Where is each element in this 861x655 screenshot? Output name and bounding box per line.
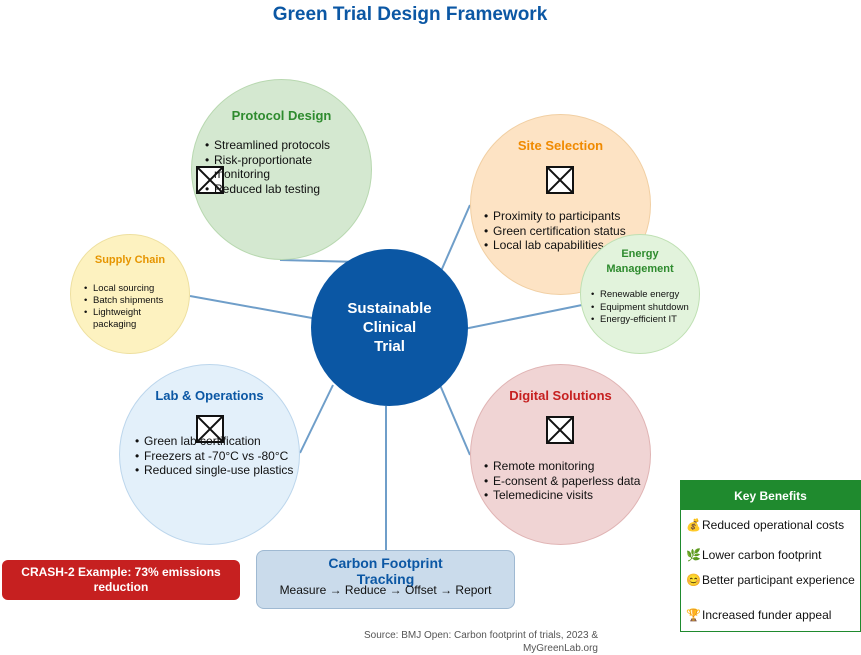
carbon-flow-text: Measure → Reduce → Offset → Report (279, 583, 492, 597)
center-line2: Clinical (362, 319, 417, 336)
diagram-title: Green Trial Design Framework (272, 4, 548, 25)
benefit-item: 💰Reduced operational costs (686, 518, 858, 532)
lab-operations-title: Lab & Operations (155, 388, 264, 403)
list-item: Renewable energy (591, 289, 699, 302)
list-item: Batch shipments (84, 295, 184, 307)
carbon-footprint-box: Carbon Footprint Tracking Measure → Redu… (256, 550, 515, 609)
center-line1: Sustainable (347, 300, 432, 317)
list-item: Energy-efficient IT (591, 314, 699, 327)
list-item: Green lab certification (135, 434, 300, 449)
digital-solutions-title: Digital Solutions (509, 388, 612, 403)
supply-chain-title: Supply Chain (94, 254, 166, 266)
list-item: Green certification status (484, 224, 649, 239)
list-item: Remote monitoring (484, 459, 649, 474)
connector-energy (463, 304, 583, 330)
energy-title-line1: Energy (621, 248, 659, 260)
list-item: E-consent & paperless data (484, 474, 649, 489)
protocol-design-title: Protocol Design (231, 108, 332, 123)
energy-management-title: Energy Management (581, 247, 699, 277)
crash2-line2: reduction (93, 580, 149, 594)
carbon-title-line2: Tracking (356, 571, 415, 587)
list-item: Reduced lab testing (205, 182, 355, 197)
connector-site (437, 204, 471, 279)
money-bag-icon: 💰 (686, 518, 701, 532)
center-label: Sustainable Clinical Trial (347, 299, 431, 356)
list-item: Streamlined protocols (205, 138, 355, 153)
protocol-design-node: Protocol Design Streamlined protocols Ri… (191, 79, 372, 260)
benefit-text: Reduced operational costs (702, 518, 845, 532)
carbon-footprint-title: Carbon Footprint Tracking (257, 555, 514, 587)
broken-image-icon (546, 166, 574, 194)
list-item: Freezers at -70°C vs -80°C (135, 449, 300, 464)
lab-operations-node: Lab & Operations Green lab certification… (119, 364, 300, 545)
list-item: Equipment shutdown (591, 302, 699, 315)
list-item: Proximity to participants (484, 209, 649, 224)
herb-icon: 🌿 (686, 548, 701, 562)
benefit-text: Lower carbon footprint (702, 548, 822, 562)
trophy-icon: 🏆 (686, 608, 701, 622)
source-citation: Source: BMJ Open: Carbon footprint of tr… (330, 629, 598, 655)
supply-chain-node: Supply Chain Local sourcing Batch shipme… (70, 234, 190, 354)
list-item: Risk-proportionate monitoring (205, 153, 355, 182)
energy-management-list: Renewable energy Equipment shutdown Ener… (591, 289, 699, 327)
digital-solutions-node: Digital Solutions Remote monitoring E-co… (470, 364, 651, 545)
site-selection-list: Proximity to participants Green certific… (484, 209, 649, 253)
benefit-text: Increased funder appeal (702, 608, 832, 622)
source-line1: Source: BMJ Open: Carbon footprint of tr… (363, 630, 598, 641)
digital-solutions-list: Remote monitoring E-consent & paperless … (484, 459, 649, 503)
center-line3: Trial (374, 338, 405, 355)
list-item: Local lab capabilities (484, 238, 649, 253)
lab-operations-list: Green lab certification Freezers at -70°… (135, 434, 300, 478)
list-item: Reduced single-use plastics (135, 463, 300, 478)
connector-supply (189, 295, 313, 319)
energy-title-line2: Management (606, 263, 674, 275)
benefit-item: 😊Better participant experience (686, 573, 858, 587)
smiley-icon: 😊 (686, 573, 701, 587)
broken-image-icon (546, 416, 574, 444)
site-selection-title: Site Selection (517, 138, 604, 153)
connector-digital (439, 384, 471, 456)
crash2-example-box: CRASH-2 Example: 73% emissions reduction (2, 560, 240, 600)
energy-management-node: Energy Management Renewable energy Equip… (580, 234, 700, 354)
list-item: Lightweight packaging (84, 307, 184, 331)
benefit-item: 🌿Lower carbon footprint (686, 548, 858, 562)
benefit-item: 🏆Increased funder appeal (686, 608, 858, 622)
crash2-line1: CRASH-2 Example: 73% emissions (21, 565, 221, 579)
list-item: Local sourcing (84, 283, 184, 295)
crash2-label: CRASH-2 Example: 73% emissions reduction (21, 565, 220, 595)
source-line2: MyGreenLab.org (522, 643, 598, 654)
supply-chain-list: Local sourcing Batch shipments Lightweig… (84, 283, 184, 331)
list-item: Telemedicine visits (484, 488, 649, 503)
site-selection-node: Site Selection Proximity to participants… (470, 114, 651, 295)
benefit-text: Better participant experience (702, 573, 855, 587)
key-benefits-panel: Key Benefits 💰Reduced operational costs … (680, 480, 861, 632)
protocol-design-list: Streamlined protocols Risk-proportionate… (205, 138, 355, 196)
connector-lab (299, 384, 334, 454)
key-benefits-header: Key Benefits (681, 481, 860, 510)
center-node: Sustainable Clinical Trial (311, 249, 468, 406)
carbon-title-line1: Carbon Footprint (328, 555, 443, 571)
